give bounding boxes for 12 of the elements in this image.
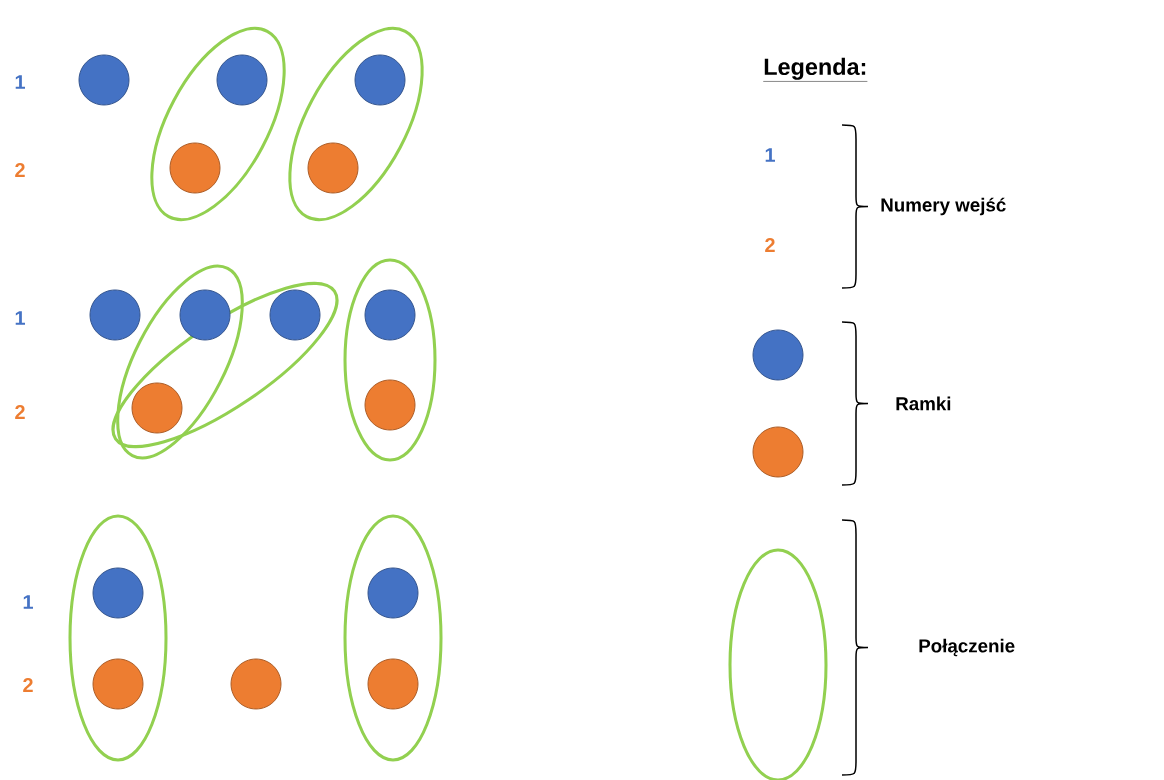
row-number: 1 bbox=[23, 595, 33, 609]
legend-text: Połączenie bbox=[919, 638, 1015, 657]
row-number: 1 bbox=[765, 148, 775, 162]
row-number: 2 bbox=[15, 405, 25, 419]
row-number: 2 bbox=[15, 163, 25, 177]
row-number: 2 bbox=[23, 678, 33, 692]
legend-title: Legenda: bbox=[763, 57, 868, 82]
legend-text: Ramki bbox=[896, 396, 951, 411]
legend-text: Numery wejść bbox=[881, 197, 1006, 216]
row-number: 1 bbox=[15, 311, 25, 325]
row-number: 1 bbox=[15, 75, 25, 89]
row-number: 2 bbox=[765, 238, 775, 252]
